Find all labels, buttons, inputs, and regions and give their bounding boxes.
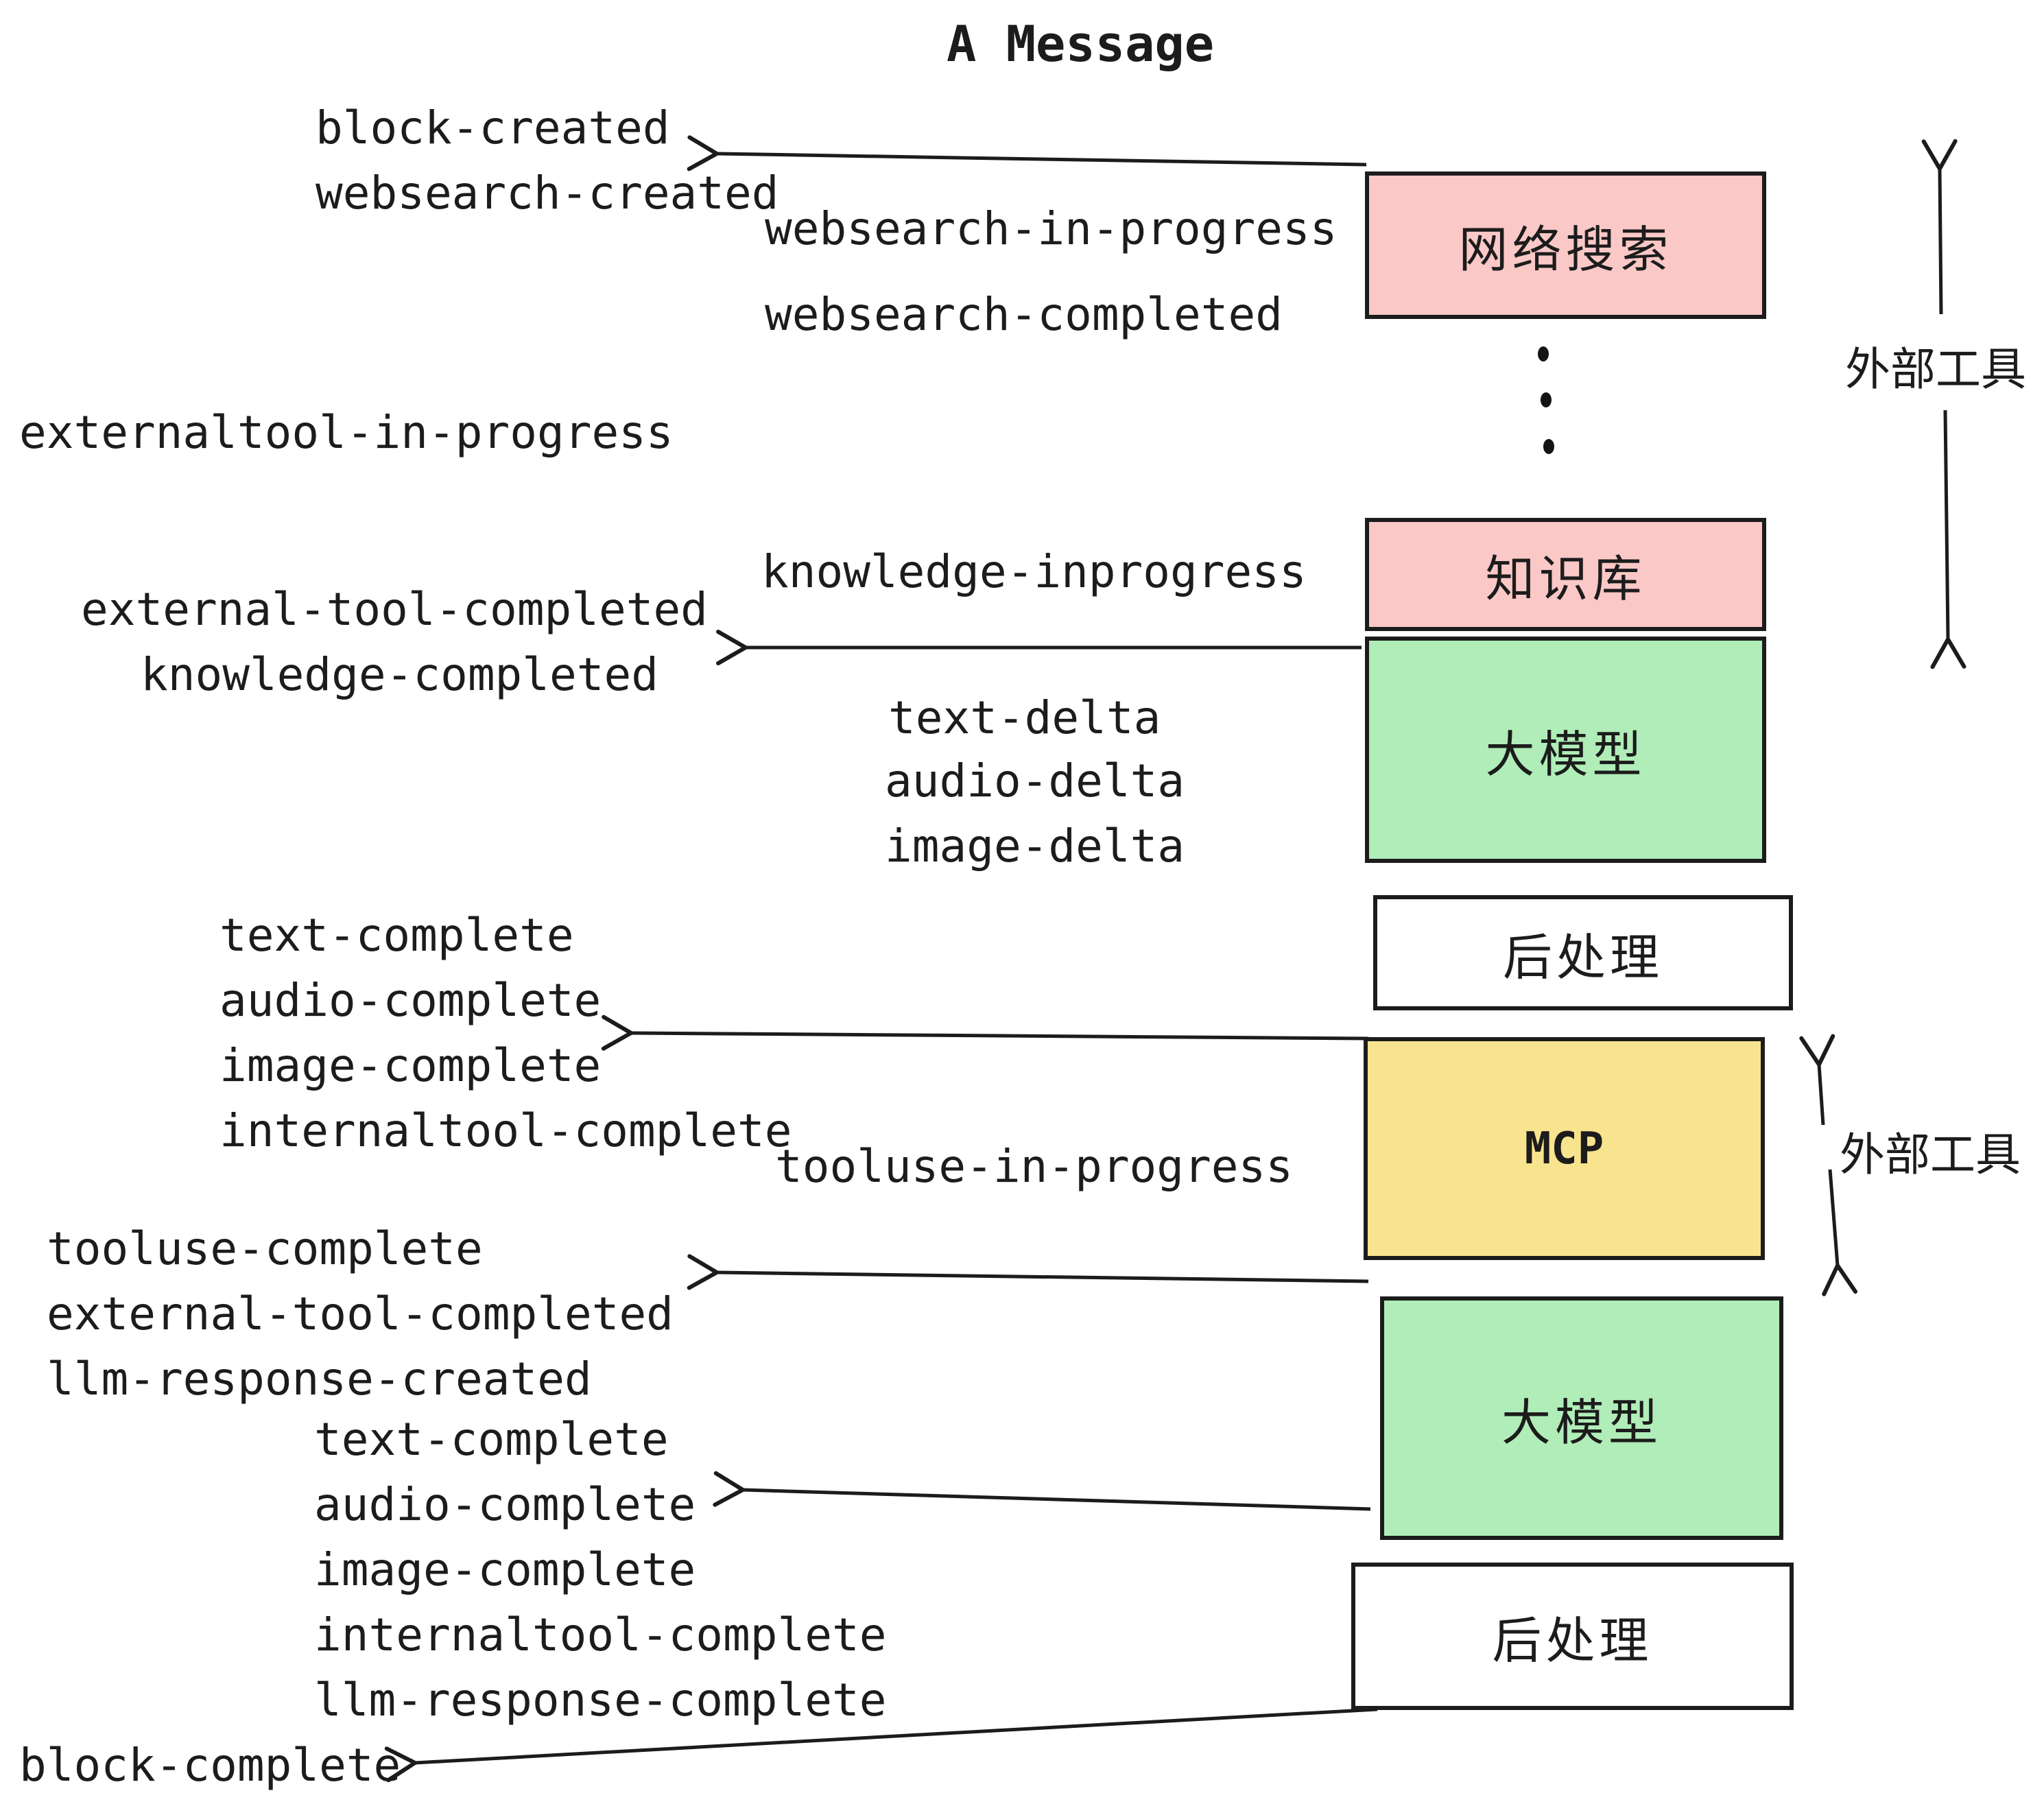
box-label-llm-1: 大模型 (1485, 725, 1646, 783)
event-label-internaltool-complete: internaltool-complete (219, 1104, 792, 1157)
event-label-audio-complete-2: audio-complete (314, 1478, 696, 1531)
event-label-block-created: block-created (316, 102, 670, 154)
external-tools-span-arrow-down-1 (1930, 410, 1966, 669)
side-label-external-tools-1: 外部工具 (1845, 343, 2026, 396)
arrow-to-block-complete (384, 1707, 1378, 1783)
box-knowledge: 知识库 (1365, 518, 1766, 631)
event-label-llm-response-created: llm-response-created (47, 1353, 592, 1405)
box-label-llm-2: 大模型 (1501, 1394, 1662, 1451)
external-tools-span-arrow-up-1 (1921, 139, 1958, 315)
event-label-block-complete: block-complete (19, 1739, 401, 1792)
event-label-external-tool-completed-2: external-tool-completed (47, 1287, 674, 1340)
external-tools-span-arrow-down-2 (1822, 1169, 1858, 1296)
event-label-knowledge-inprogress: knowledge-inprogress (761, 545, 1307, 598)
box-label-mcp: MCP (1524, 1123, 1604, 1174)
event-label-image-complete: image-complete (219, 1039, 602, 1092)
event-label-knowledge-completed: knowledge-completed (141, 648, 658, 701)
box-label-knowledge: 知识库 (1485, 550, 1646, 608)
box-llm-2: 大模型 (1380, 1296, 1783, 1540)
box-websearch: 网络搜索 (1365, 171, 1766, 319)
event-label-text-complete-2: text-complete (314, 1413, 669, 1466)
event-label-image-complete-2: image-complete (314, 1543, 696, 1596)
event-label-websearch-created: websearch-created (316, 167, 779, 219)
event-label-tooluse-in-progress: tooluse-in-progress (775, 1140, 1293, 1193)
arrow-to-websearch-created (687, 135, 1367, 171)
external-tools-span-arrow-up-2 (1799, 1034, 1835, 1126)
arrow-to-audio-complete (713, 1471, 1371, 1511)
side-label-external-tools-2: 外部工具 (1840, 1128, 2021, 1181)
ellipsis-dot-icon (1538, 346, 1549, 361)
box-llm-1: 大模型 (1365, 637, 1766, 863)
ellipsis-dot-icon (1541, 392, 1552, 407)
event-label-text-complete: text-complete (219, 909, 574, 962)
event-label-text-delta: text-delta (888, 691, 1161, 744)
event-label-websearch-in-progress: websearch-in-progress (765, 202, 1338, 255)
event-label-audio-delta: audio-delta (885, 755, 1185, 807)
arrow-to-external-tool-completed (687, 1254, 1369, 1290)
event-label-llm-response-complete: llm-response-complete (314, 1674, 887, 1726)
event-label-image-delta: image-delta (885, 820, 1185, 873)
event-label-external-tool-completed: external-tool-completed (81, 583, 708, 636)
page-title: A Message (947, 15, 1215, 73)
event-label-audio-complete: audio-complete (219, 974, 602, 1027)
event-label-tooluse-complete: tooluse-complete (47, 1222, 483, 1275)
event-label-internaltool-complete-2: internaltool-complete (314, 1609, 887, 1661)
box-label-postprocess-1: 后处理 (1502, 928, 1663, 986)
event-label-websearch-completed: websearch-completed (765, 288, 1283, 341)
box-postprocess-2: 后处理 (1351, 1563, 1794, 1710)
box-mcp: MCP (1364, 1037, 1765, 1260)
box-label-postprocess-2: 后处理 (1492, 1612, 1653, 1670)
box-label-websearch: 网络搜索 (1458, 221, 1673, 278)
event-label-externaltool-in-progress: externaltool-in-progress (19, 406, 674, 459)
arrow-to-image-complete (601, 1014, 1369, 1051)
ellipsis-dot-icon (1543, 439, 1554, 454)
box-postprocess-1: 后处理 (1373, 895, 1793, 1010)
